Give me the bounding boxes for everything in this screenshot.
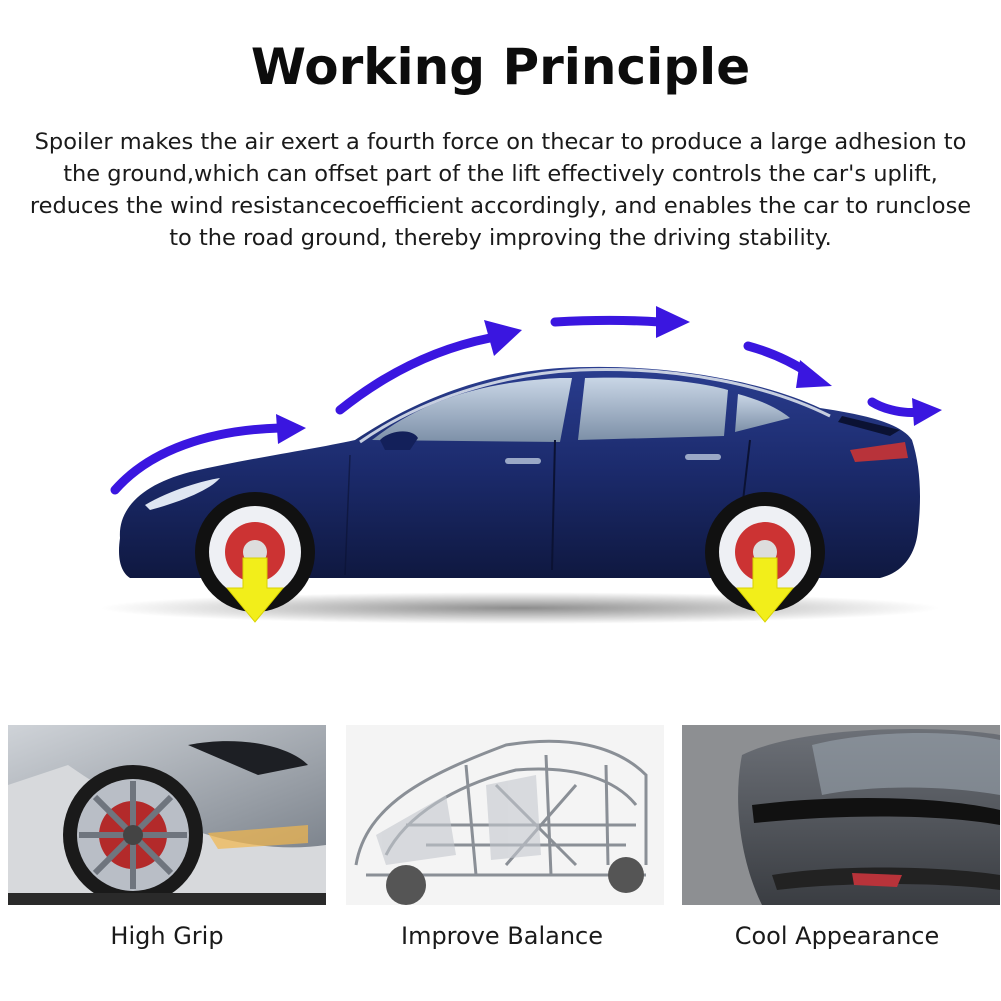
improve-balance-photo (346, 725, 664, 905)
rear-wheel (705, 492, 825, 612)
high-grip-photo (8, 725, 326, 905)
front-downforce-arrow (225, 557, 285, 623)
description-text: Spoiler makes the air exert a fourth for… (29, 129, 972, 251)
rear-downforce-arrow (735, 557, 795, 623)
airflow-arrowheads (276, 306, 942, 444)
front-wheel (195, 492, 315, 612)
feature-label-high-grip: High Grip (110, 922, 224, 950)
cool-appearance-photo (682, 725, 1000, 905)
feature-label-cool-appearance: Cool Appearance (734, 922, 940, 950)
page-title: Working Principle (250, 38, 751, 96)
car-airflow-illustration (0, 290, 1001, 640)
feature-label-improve-balance: Improve Balance (400, 922, 604, 950)
